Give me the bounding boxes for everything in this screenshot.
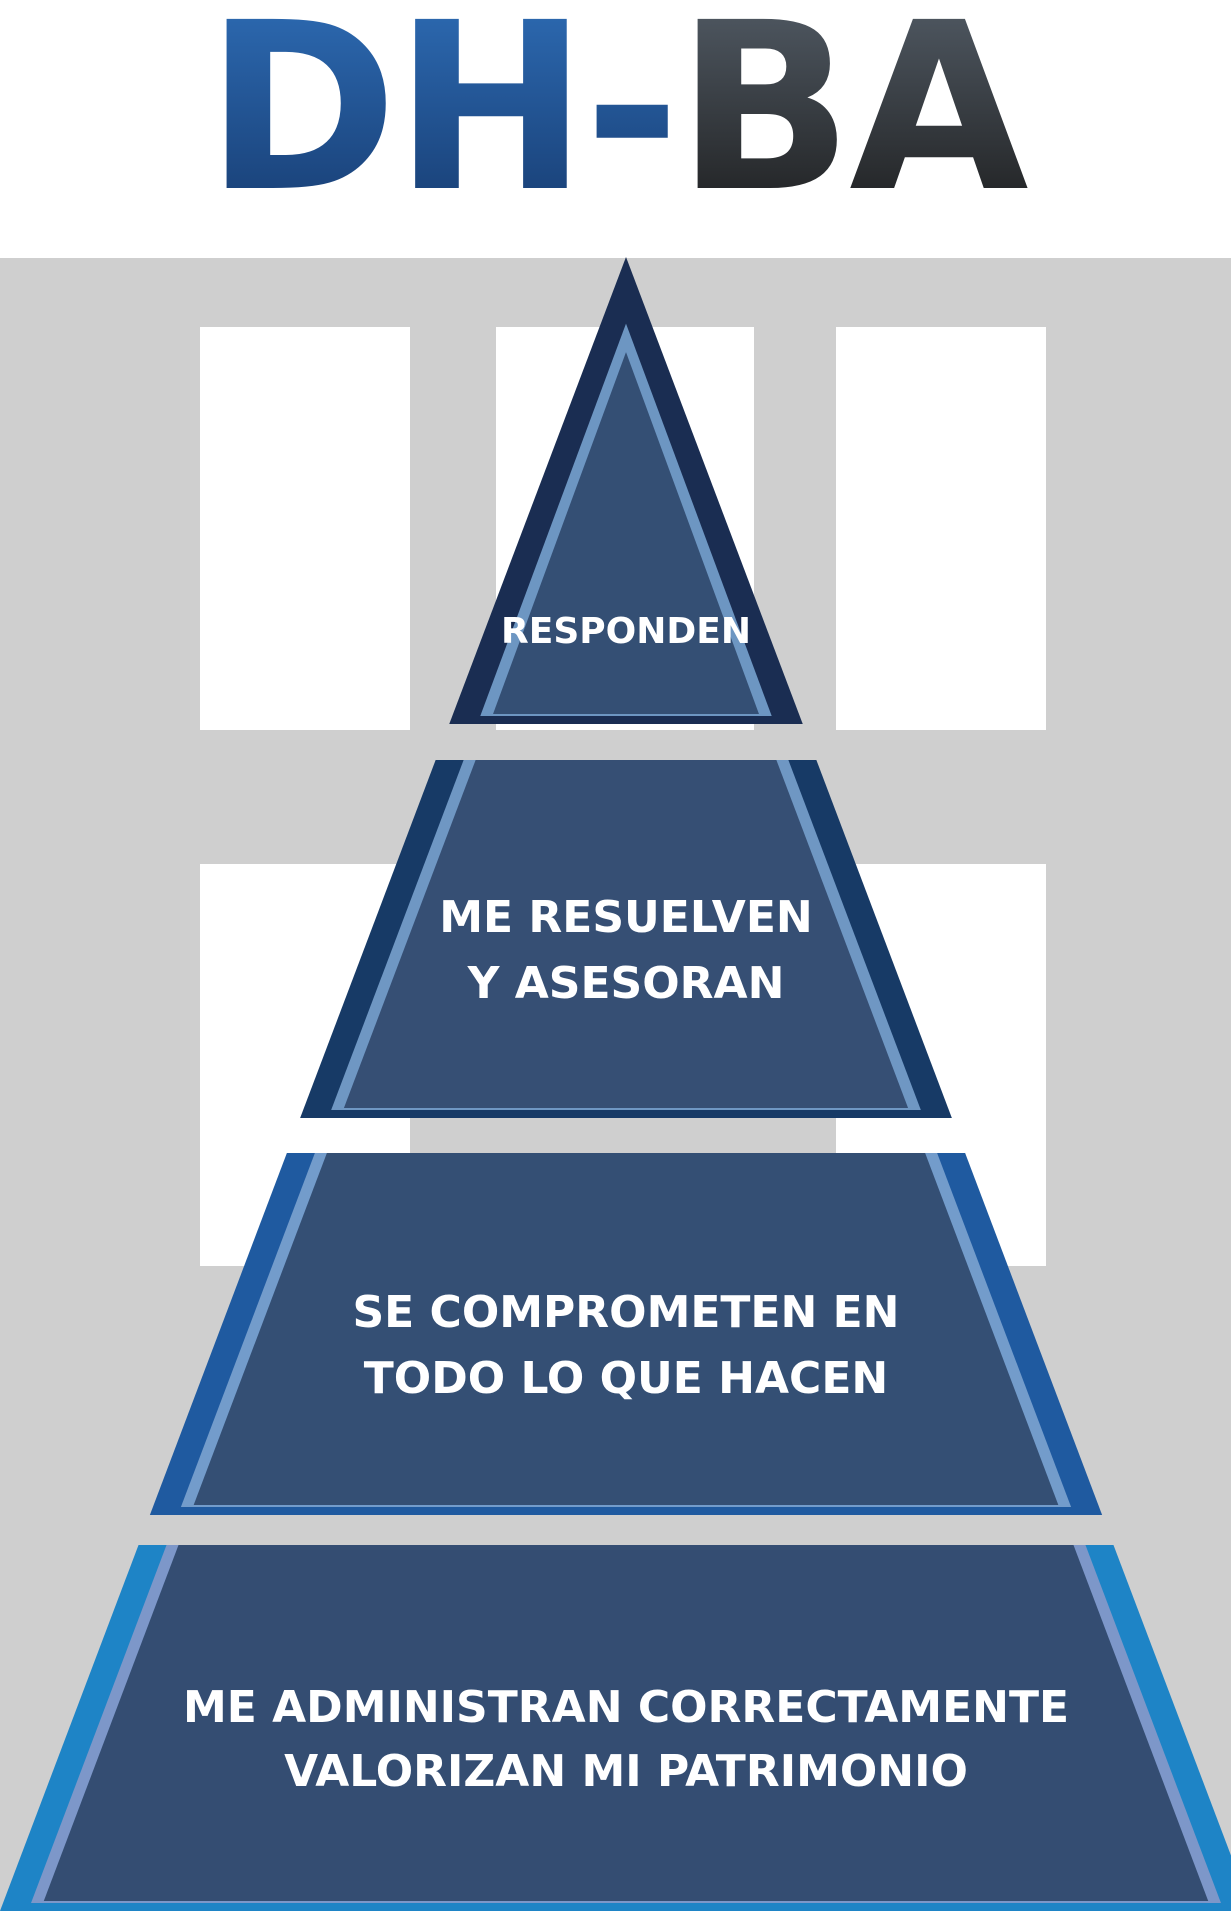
pyramid-level-responden: RESPONDEN <box>449 257 803 724</box>
logo-text: DH-BA <box>205 0 1028 220</box>
logo-text-left: DH- <box>205 0 676 220</box>
level-text-line: ME ADMINISTRAN CORRECTAMENTE <box>183 1682 1069 1733</box>
level-fill <box>43 1545 1209 1901</box>
level-fill <box>193 1153 1059 1505</box>
logo-text-right: BA <box>676 0 1028 220</box>
pyramid: RESPONDEN ME RESUELVEN Y ASESORAN SE COMPRO… <box>0 257 1231 1911</box>
level-text-line: RESPONDEN <box>501 611 751 652</box>
level-fill <box>493 352 759 714</box>
level-text-line: Y ASESORAN <box>467 958 785 1009</box>
level-text-line: TODO LO QUE HACEN <box>364 1353 888 1404</box>
level-fill <box>343 760 909 1108</box>
dhba-logo: DH-BA <box>205 0 1032 220</box>
pyramid-level-administran: ME ADMINISTRAN CORRECTAMENTE VALORIZAN MI… <box>0 1545 1231 1911</box>
building-window <box>200 327 410 730</box>
pyramid-level-resuelven: ME RESUELVEN Y ASESORAN <box>300 760 952 1118</box>
level-text-line: SE COMPROMETEN EN <box>352 1287 899 1338</box>
level-text-line: ME RESUELVEN <box>439 892 812 943</box>
pyramid-level-comprometen: SE COMPROMETEN EN TODO LO QUE HACEN <box>149 1153 1103 1515</box>
building-window <box>836 327 1046 730</box>
level-text-line: VALORIZAN MI PATRIMONIO <box>284 1746 968 1797</box>
